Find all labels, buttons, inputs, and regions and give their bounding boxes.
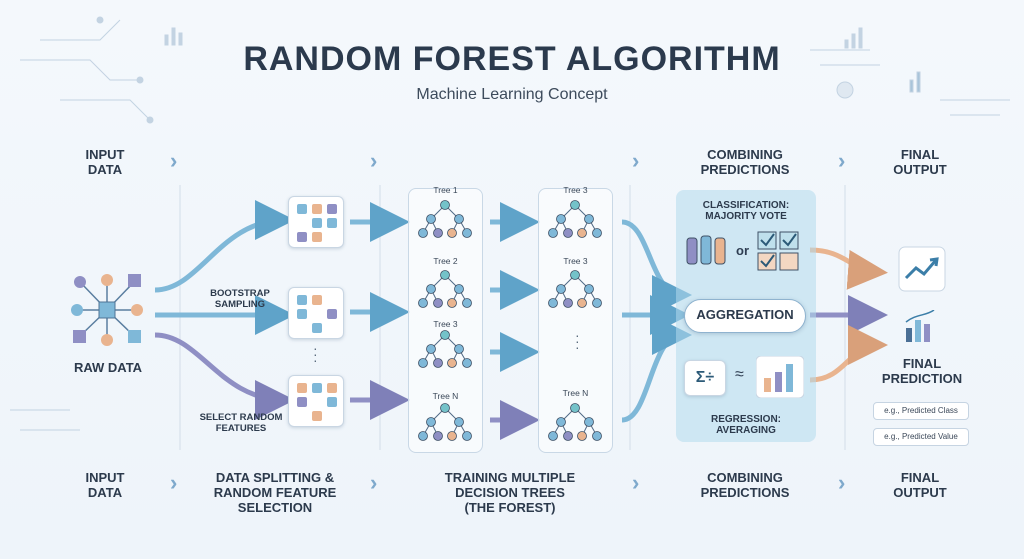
header-input-top: INPUT DATA	[85, 147, 125, 177]
data-subset-box	[288, 375, 344, 427]
tree-label: Tree 3	[433, 319, 458, 329]
or-label: or	[736, 243, 749, 258]
chevron-right-icon: ›	[370, 470, 378, 495]
trees-panel-2	[538, 188, 613, 453]
header-training-bottom: TRAINING MULTIPLE DECISION TREES (THE FO…	[444, 470, 576, 515]
trend-up-icon	[898, 246, 946, 292]
chevron-right-icon: ›	[370, 148, 378, 173]
data-subset-box	[288, 287, 344, 339]
raised-hands-icon	[686, 235, 726, 265]
aggregation-box: AGGREGATION	[684, 299, 806, 333]
regression-label: REGRESSION: AVERAGING	[710, 414, 781, 436]
tree-label: Tree 3	[563, 185, 588, 195]
circuit-decoration-left	[10, 16, 183, 431]
chevron-right-icon: ›	[170, 470, 178, 495]
tree-label: Tree N	[562, 388, 589, 398]
classification-label: CLASSIFICATION: MAJORITY VOTE	[702, 200, 790, 222]
predicted-class-pill: e.g., Predicted Class	[873, 402, 969, 420]
approx-icon: ≈	[735, 366, 744, 383]
ellipsis-dots: ···	[575, 327, 580, 355]
tree-label: Tree N	[432, 391, 459, 401]
chevron-right-icon: ›	[632, 470, 640, 495]
chevron-right-icon: ›	[838, 470, 846, 495]
tree-label: Tree 2	[433, 256, 458, 266]
header-input-bottom: INPUT DATA	[85, 470, 125, 500]
circuit-decoration-right	[810, 27, 1010, 116]
ellipsis-dots: ···	[313, 340, 318, 368]
page-title: RANDOM FOREST ALGORITHM	[243, 40, 781, 78]
arrow-raw-to-split3	[154, 332, 295, 420]
header-final-top: FINAL OUTPUT	[893, 147, 947, 177]
sum-divide-icon: Σ÷	[684, 360, 726, 396]
final-prediction-label: FINAL PREDICTION	[881, 356, 963, 386]
header-combining-bottom: COMBINING PREDICTIONS	[700, 470, 790, 500]
predicted-value-pill: e.g., Predicted Value	[873, 428, 969, 446]
checkbox-icon	[757, 231, 799, 271]
raw-data-label: RAW DATA	[73, 360, 143, 375]
header-final-bottom: FINAL OUTPUT	[893, 470, 947, 500]
tree-label: Tree 1	[433, 185, 458, 195]
chevron-right-icon: ›	[838, 148, 846, 173]
tree-label: Tree 3	[563, 256, 588, 266]
arrow-raw-to-split1	[154, 200, 295, 293]
header-combining-top: COMBINING PREDICTIONS	[700, 147, 790, 177]
network-icon	[71, 274, 143, 346]
bootstrap-label: BOOTSTRAP SAMPLING	[210, 288, 270, 310]
chevron-right-icon: ›	[170, 148, 178, 173]
chevron-right-icon: ›	[632, 148, 640, 173]
data-subset-box	[288, 196, 344, 248]
bar-chart-icon	[905, 310, 935, 342]
page-subtitle: Machine Learning Concept	[416, 86, 608, 103]
select-features-label: SELECT RANDOM FEATURES	[199, 412, 283, 434]
bar-chart-icon	[756, 356, 804, 398]
header-splitting-bottom: DATA SPLITTING & RANDOM FEATURE SELECTIO…	[213, 470, 337, 515]
